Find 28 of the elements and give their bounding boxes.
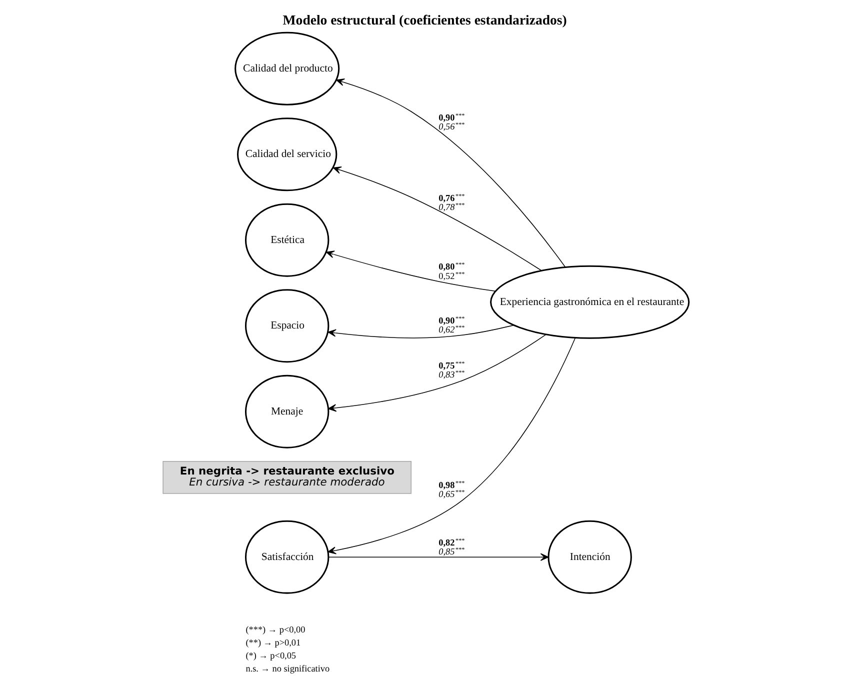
arrow — [328, 553, 549, 561]
edge-label: 0,90$^{***}$ 0,56$^{***}$ — [438, 112, 465, 132]
arrow — [328, 324, 514, 338]
node-ellipse: Intención — [548, 520, 632, 594]
diagram-title: Modelo estructural (coeficientes estandarizados) — [282, 12, 567, 28]
node-ellipse: Experiencia gastronómica en el restaurante — [490, 265, 690, 339]
node-ellipse: Estética — [244, 203, 330, 277]
arrow — [328, 337, 576, 554]
arrow — [332, 166, 542, 271]
label: (***) → p<0,00 — [246, 624, 306, 635]
node-ellipse: Menaje — [244, 374, 330, 448]
node-box: En negrita -> restaurante exclusivo En cursiva -> restaurante moderado — [162, 461, 412, 494]
edge-label: 0,75$^{***}$ 0,83$^{***}$ — [438, 360, 465, 380]
label: (*) → p<0,05 — [246, 650, 296, 661]
node-ellipse: Calidad del producto — [234, 32, 340, 106]
edge-label: 0,82$^{***}$ 0,85$^{***}$ — [438, 537, 465, 556]
node-ellipse: Calidad del servicio — [237, 118, 338, 192]
label: (**) → p>0,01 — [246, 638, 301, 648]
edge-label: 0,80$^{***}$ 0,52$^{***}$ — [438, 262, 465, 281]
node-ellipse: Espacio — [244, 289, 330, 363]
edge-label: 0,90$^{***}$ 0,62$^{***}$ — [438, 315, 465, 334]
node-ellipse: Satisfacción — [244, 520, 330, 594]
edge-label: 0,98$^{***}$ 0,65$^{***}$ — [438, 480, 465, 500]
edge-label: 0,76$^{***}$ 0,78$^{***}$ — [438, 192, 465, 212]
arrow — [328, 334, 546, 412]
label: n.s. → no significativo — [246, 664, 330, 674]
arrow — [336, 78, 566, 268]
arrow — [326, 250, 496, 292]
